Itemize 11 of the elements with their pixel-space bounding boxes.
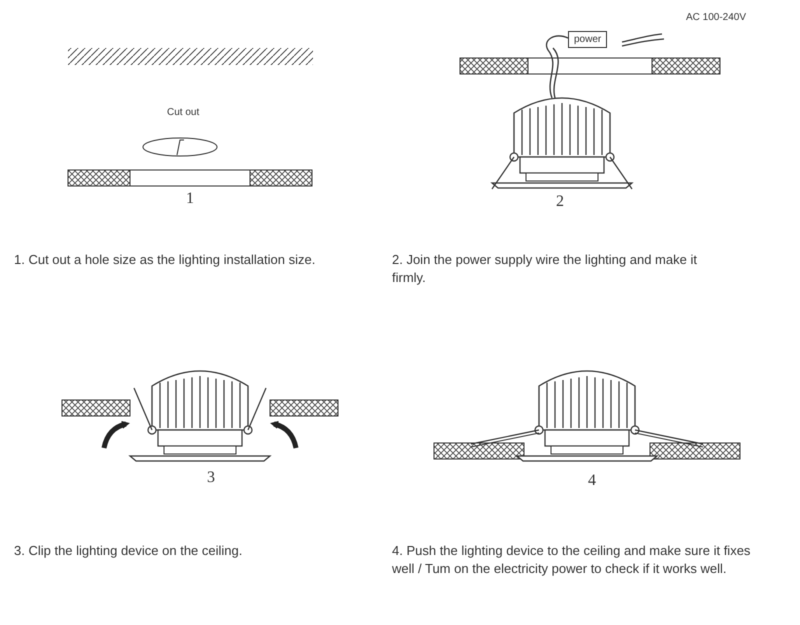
- step-instruction: 4. Push the lighting device to the ceiling and make sure it fixes well / Tum on the electricity power to check if it works well.: [392, 542, 752, 578]
- step-number: 3: [207, 469, 215, 487]
- step-instruction: 2. Join the power supply wire the lighting and make it firmly.: [392, 251, 698, 287]
- voltage-label: AC 100-240V: [686, 12, 746, 23]
- step-number: 1: [186, 190, 194, 208]
- step-instruction: 3. Clip the lighting device on the ceiling.: [14, 542, 244, 560]
- cut-out-label: Cut out: [167, 107, 200, 118]
- step-instruction: 1. Cut out a hole size as the lighting installation size.: [14, 251, 316, 269]
- step-number: 2: [556, 193, 564, 211]
- power-supply-box: power: [568, 31, 608, 48]
- step-number: 4: [588, 472, 596, 490]
